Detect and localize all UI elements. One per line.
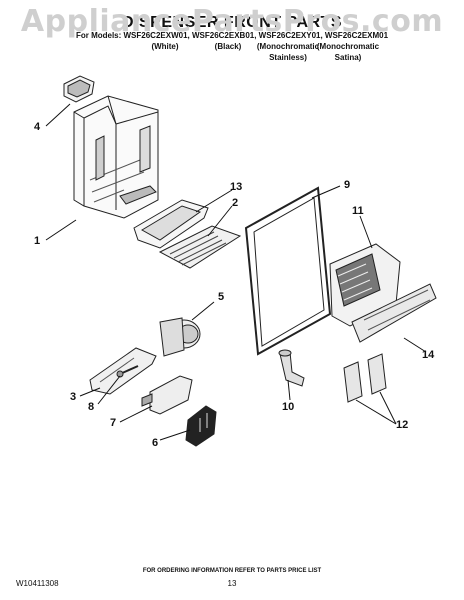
part-10-elbow [278,349,305,387]
callout-14: 14 [422,349,435,361]
callout-3: 3 [70,391,77,403]
callout-5: 5 [218,291,225,303]
part-6-paddle [185,405,217,447]
callout-9: 9 [344,179,351,191]
models-line: For Models: WSF26C2EXW01, WSF26C2EXB01, … [75,31,389,40]
part-4-cap [63,75,95,103]
leader-lines [45,103,427,441]
part-1-housing [73,95,159,219]
callout-7: 7 [110,417,117,429]
part-11-control-panel [329,243,401,327]
part-7-actuator [141,375,193,415]
callout-2: 2 [232,197,239,209]
variant-white: (White) [151,42,179,51]
callout-13: 13 [230,181,243,193]
callout-11: 11 [352,205,364,217]
part-14-bezel [351,283,437,343]
callout-12: 12 [396,419,409,431]
part-5-motor [159,317,201,357]
callout-1: 1 [34,235,41,247]
part-13-tray [133,199,209,249]
part-3-bracket [89,347,157,395]
callout-8: 8 [88,401,95,413]
callout-6: 6 [152,437,159,449]
variant-black: (Black) [214,42,242,51]
part-12-lenses [343,353,387,403]
callout-4: 4 [34,121,41,133]
page-title: DISPENSER FRONT PARTS [122,14,342,31]
ordering-note: FOR ORDERING INFORMATION REFER TO PARTS … [142,568,322,574]
callout-10: 10 [282,401,295,413]
part-2-grille [158,225,242,269]
watermark-text: AppliancePartsPros.com [20,4,444,39]
part-8-screw [116,365,139,378]
part-9-gasket [244,186,332,356]
page-number: 13 [227,579,237,588]
document-code: W10411308 [16,579,59,588]
